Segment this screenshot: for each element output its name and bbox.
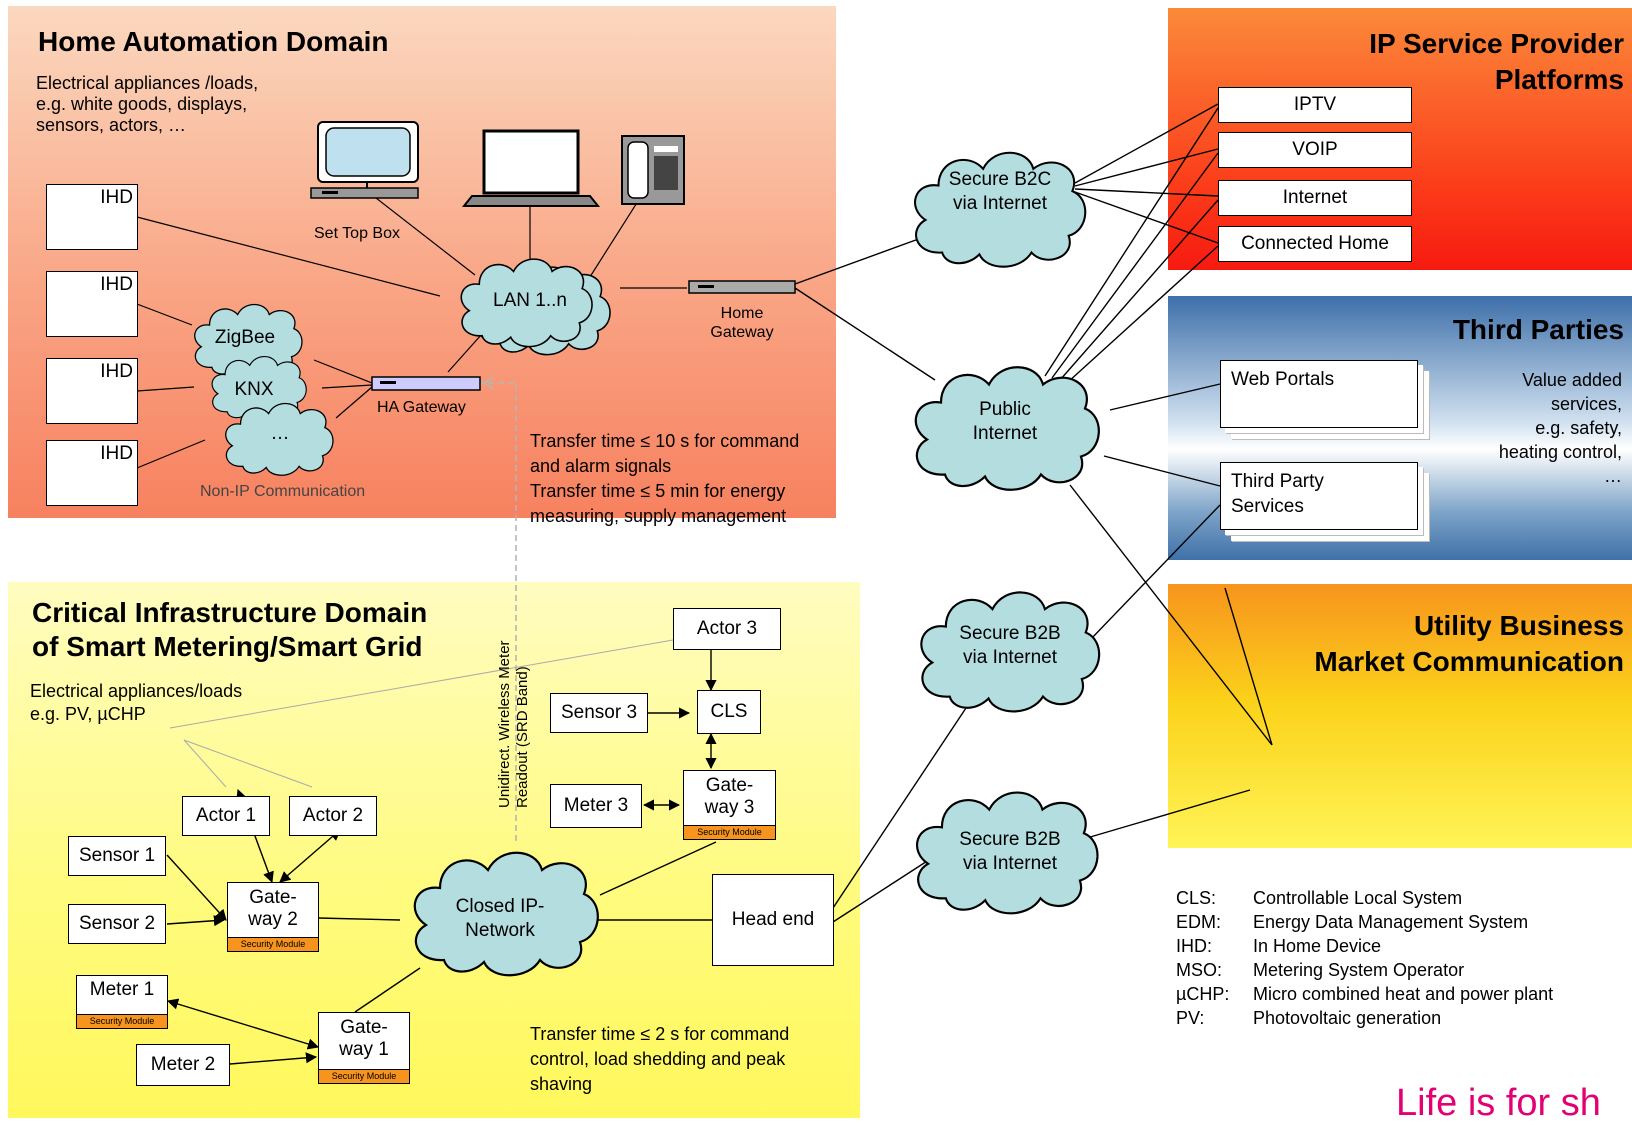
ihd-box: IHD	[46, 358, 138, 424]
ihd-box: IHD	[46, 184, 138, 250]
closed-ip-network-label: Closed IP-Network	[455, 896, 545, 941]
security-module-badge: Security Module	[77, 1014, 167, 1028]
internet-box: Internet	[1218, 180, 1412, 216]
set-top-box-icon	[310, 121, 419, 199]
home-automation-description: Electrical appliances /loads, e.g. white…	[36, 73, 259, 135]
sensor3-box: Sensor 3	[550, 693, 648, 733]
meter1-box: Meter 1 Security Module	[76, 975, 168, 1029]
home-automation-panel	[8, 6, 836, 518]
ha-gateway-label: HA Gateway	[377, 399, 466, 416]
home-links	[136, 190, 687, 469]
head-end-box: Head end	[712, 874, 834, 966]
zigbee-label: ZigBee	[214, 327, 276, 348]
gateway1-box: Gate-way 1 Security Module	[318, 1012, 410, 1084]
home-gateway-icon	[688, 280, 796, 294]
non-ip-label: Non-IP Communication	[200, 483, 366, 500]
sensor1-box: Sensor 1	[68, 836, 166, 876]
telephone-icon	[621, 135, 685, 205]
gateway3-box: Gate-way 3 Security Module	[683, 770, 776, 840]
ha-gateway-icon	[371, 376, 481, 391]
cls-box: CLS	[697, 690, 761, 734]
wireless-arrow-head	[482, 376, 495, 390]
backbone-links	[794, 103, 1273, 923]
security-module-badge: Security Module	[684, 825, 775, 839]
knx-label: KNX	[234, 379, 274, 400]
legend-row: EDM:Energy Data Management System	[1176, 912, 1529, 932]
legend-row: µCHP:Micro combined heat and power plant	[1176, 984, 1554, 1004]
third-parties-title: Third Parties	[1452, 314, 1624, 345]
actor2-box: Actor 2	[289, 796, 377, 836]
security-module-badge: Security Module	[228, 937, 318, 951]
meter2-box: Meter 2	[136, 1044, 230, 1086]
set-top-box-label: Set Top Box	[314, 225, 400, 242]
meter3-box: Meter 3	[550, 784, 642, 828]
ihd-box: IHD	[46, 440, 138, 506]
web-portals-box: Web Portals	[1220, 360, 1418, 428]
security-module-badge: Security Module	[319, 1069, 409, 1083]
slogan-text: Life is for sh	[1396, 1082, 1601, 1124]
actor3-box: Actor 3	[673, 608, 781, 650]
actor1-box: Actor 1	[182, 796, 270, 836]
utility-business-panel	[1168, 584, 1632, 848]
ihd-box: IHD	[46, 271, 138, 337]
ellipsis-label: …	[270, 423, 290, 444]
abbreviation-legend: CLS:Controllable Local System EDM:Energy…	[1176, 886, 1553, 1030]
wireless-readout-label	[382, 598, 572, 810]
voip-box: VOIP	[1218, 132, 1412, 168]
legend-row: IHD:In Home Device	[1176, 936, 1382, 956]
legend-row: CLS:Controllable Local System	[1176, 888, 1463, 908]
gateway2-box: Gate-way 2 Security Module	[227, 882, 319, 952]
iptv-box: IPTV	[1218, 87, 1412, 123]
legend-row: PV:Photovoltaic generation	[1176, 1008, 1442, 1028]
legend-row: MSO:Metering System Operator	[1176, 960, 1465, 980]
critical-links	[166, 638, 717, 1065]
connected-home-box: Connected Home	[1218, 226, 1412, 262]
lan-label: LAN 1..n	[493, 290, 567, 311]
home-automation-title: Home Automation Domain	[38, 26, 389, 57]
sensor2-box: Sensor 2	[68, 904, 166, 944]
laptop-icon	[461, 129, 601, 207]
